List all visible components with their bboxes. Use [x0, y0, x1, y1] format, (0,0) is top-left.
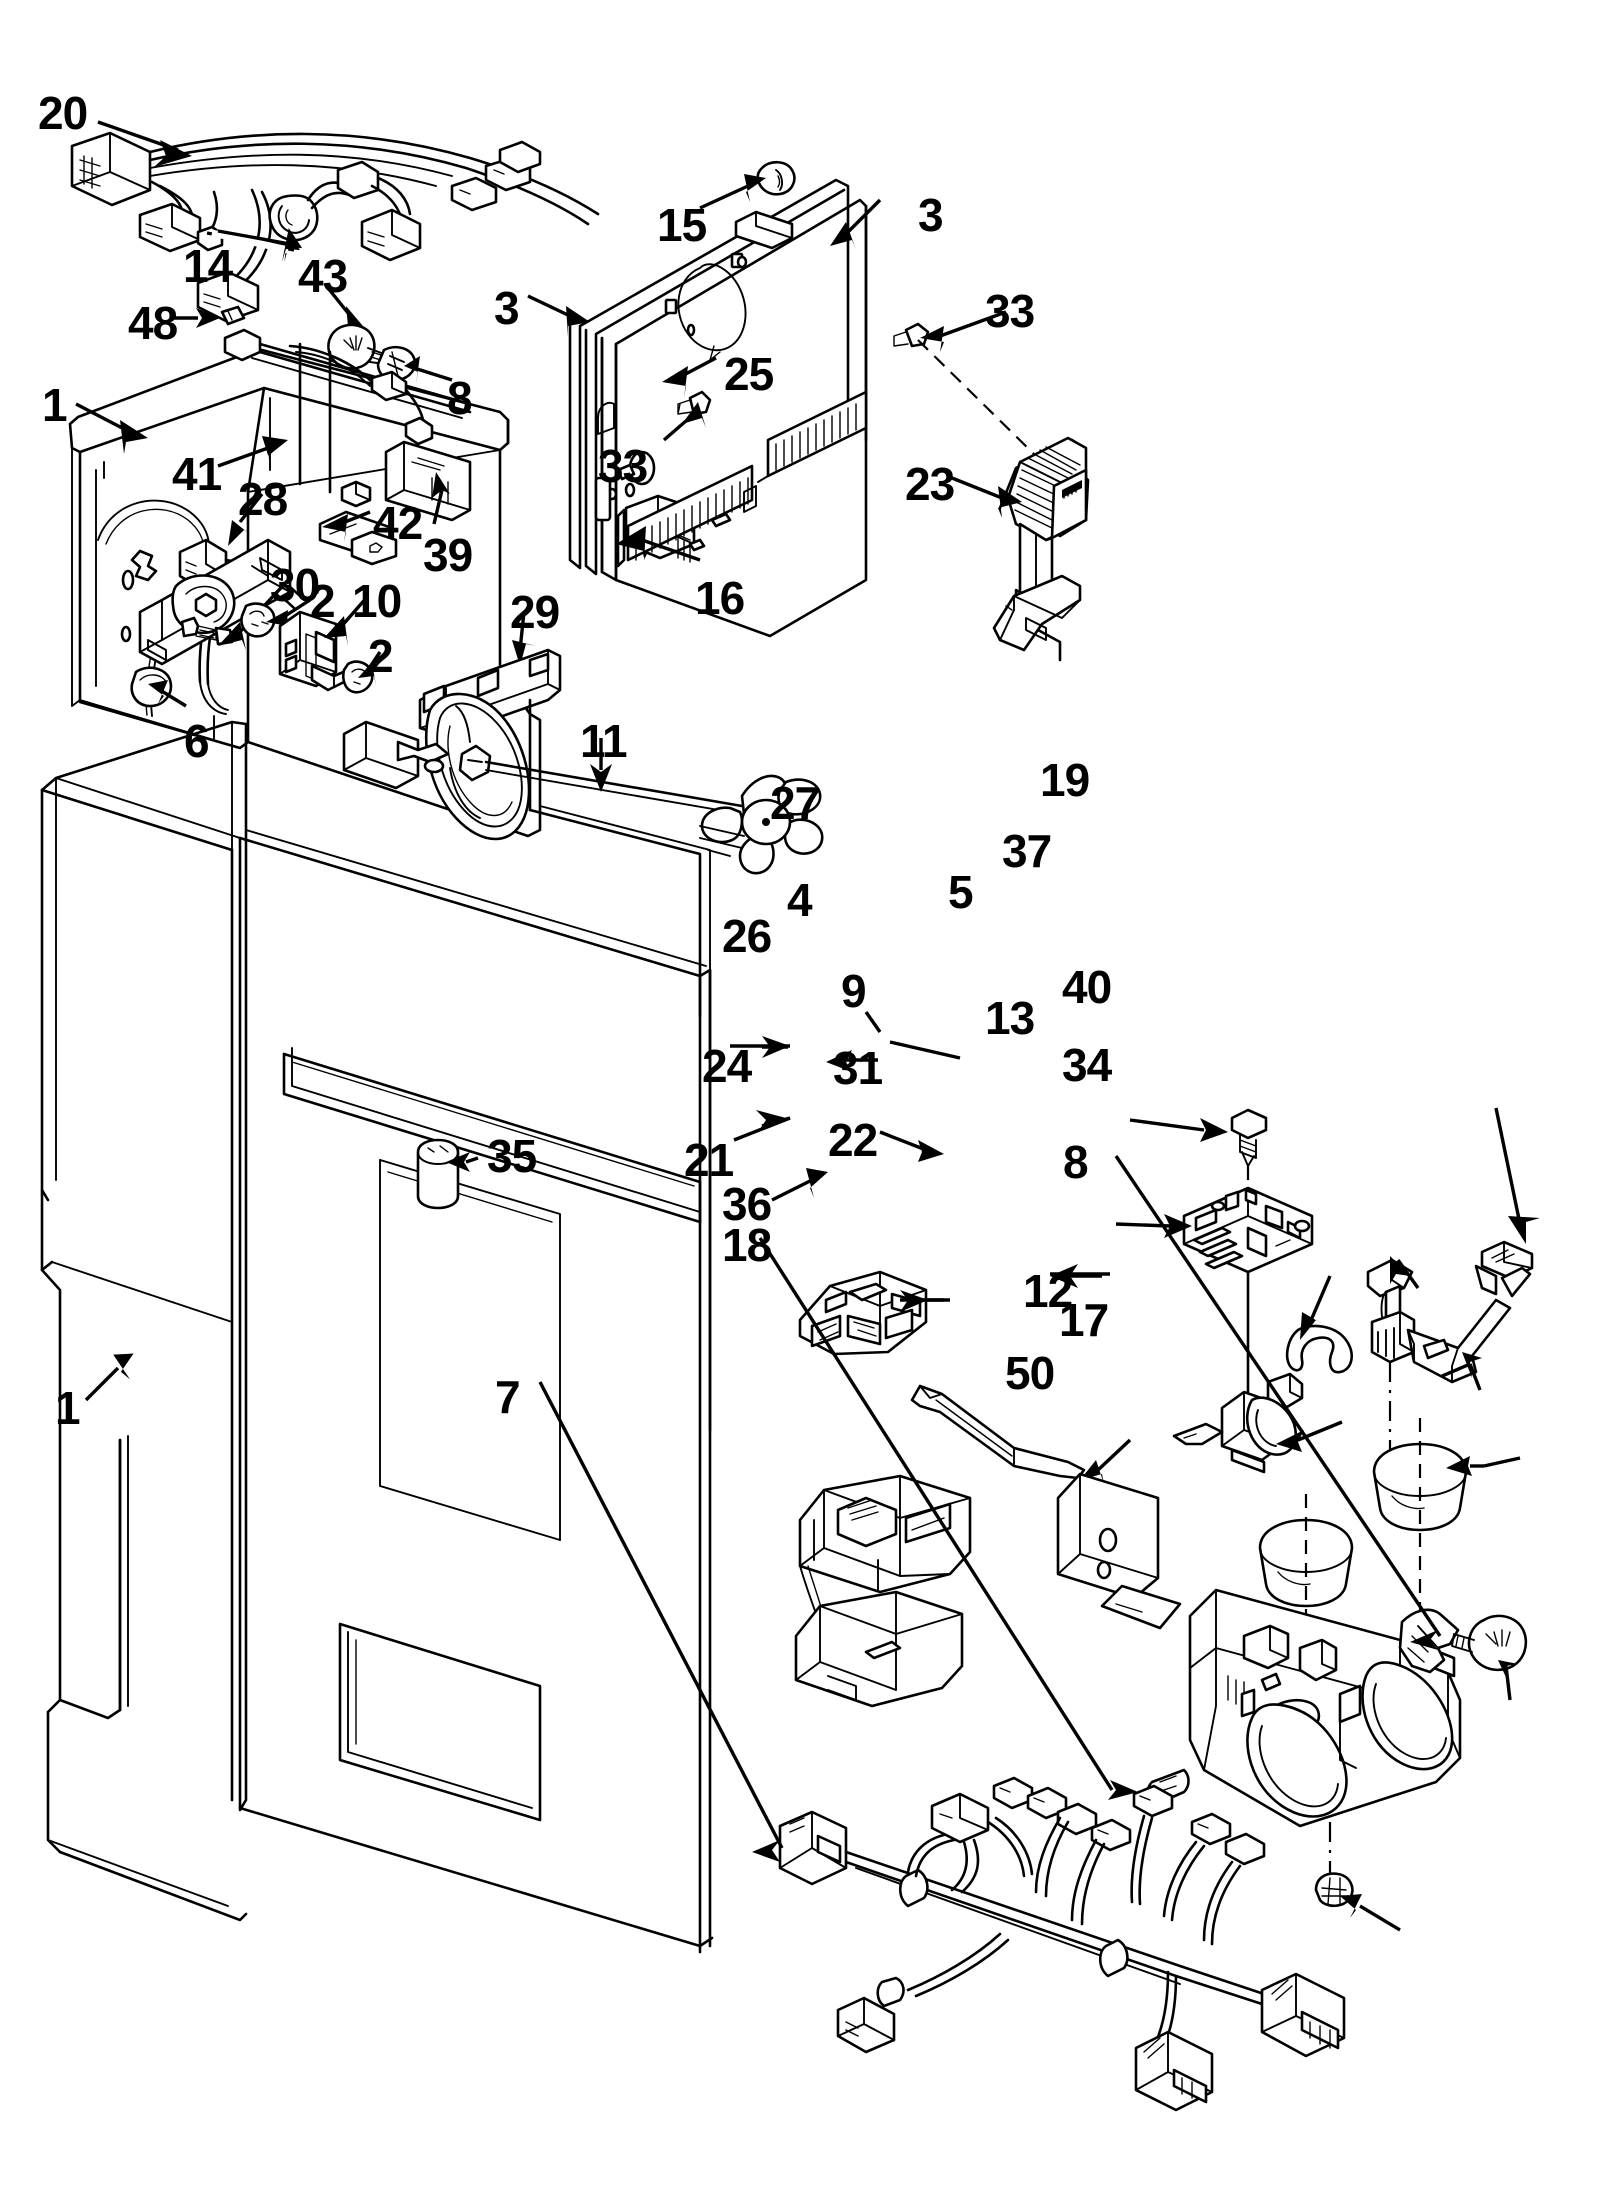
- callout-25: 25: [724, 348, 774, 400]
- part-air-duct-tower-23: [951, 436, 1090, 662]
- callout-10: 10: [352, 575, 402, 627]
- callout-4: 4: [787, 874, 813, 926]
- callout-36: 36: [722, 1178, 772, 1230]
- callout-7: 7: [495, 1371, 521, 1423]
- part-damper-housing-24: [730, 1036, 972, 1629]
- callout-3-front: 3: [494, 282, 520, 334]
- part-seal-cup-22: [879, 1130, 1354, 1680]
- part-rear-liner-panel-16: [527, 160, 1041, 638]
- callout-43: 43: [298, 250, 348, 302]
- part-damper-motor-13: [1172, 1372, 1343, 1474]
- callout-5: 5: [948, 866, 974, 918]
- part-drain-plug-6: [130, 666, 187, 708]
- callout-28: 28: [238, 473, 288, 525]
- callout-17: 17: [1059, 1294, 1109, 1346]
- callout-1-upper: 1: [42, 379, 68, 431]
- part-seal-cup-34: [1372, 1418, 1521, 1688]
- part-control-board-4: [1115, 1108, 1314, 1402]
- part-main-wire-harness: [70, 120, 600, 323]
- callout-42: 42: [373, 497, 423, 549]
- callout-33-left: 33: [598, 440, 648, 492]
- part-air-diffuser-26: [798, 1270, 950, 1356]
- part-light-housing-12: [1050, 1264, 1462, 1932]
- part-lamp-socket-8-lower: [1114, 1155, 1528, 1701]
- part-top-rail: [223, 328, 472, 566]
- callout-41: 41: [172, 448, 222, 500]
- callout-3-rear: 3: [918, 189, 944, 241]
- callout-13: 13: [985, 992, 1035, 1044]
- callout-21: 21: [684, 1134, 734, 1186]
- callout-8-lower: 8: [1063, 1136, 1089, 1188]
- part-retainer-clip-5: [1285, 1275, 1353, 1374]
- callout-15: 15: [657, 199, 707, 251]
- callout-24: 24: [702, 1040, 752, 1092]
- callout-18: 18: [722, 1219, 772, 1271]
- part-wire-clip-48: [170, 305, 246, 328]
- callout-14: 14: [183, 240, 233, 292]
- part-light-bulb-43: [326, 286, 453, 384]
- callout-9: 9: [841, 965, 867, 1017]
- callout-19: 19: [1040, 754, 1090, 806]
- part-damper-housing-21: [733, 1110, 964, 1708]
- callout-39: 39: [423, 529, 473, 581]
- callout-29: 29: [510, 586, 560, 638]
- part-fan-bracket-28: [138, 492, 382, 694]
- callout-12: 12: [1023, 1265, 1073, 1317]
- callout-20: 20: [38, 87, 88, 139]
- callout-34: 34: [1062, 1039, 1112, 1091]
- part-lower-wire-harness-7: [538, 1381, 1346, 2112]
- part-insulation-plate-31: [826, 1050, 1160, 1600]
- part-cabinet-1: [40, 348, 714, 1954]
- callout-16: 16: [695, 572, 745, 624]
- callout-48: 48: [128, 297, 178, 349]
- callout-23: 23: [905, 458, 955, 510]
- part-insulation-pad-36: [771, 1168, 1182, 1630]
- callout-50: 50: [1005, 1347, 1055, 1399]
- part-fan-shroud-29: [342, 611, 824, 1023]
- callout-33-right: 33: [985, 285, 1035, 337]
- callout-37: 37: [1002, 825, 1052, 877]
- arrow-14: [211, 229, 300, 262]
- callout-31: 31: [833, 1042, 883, 1094]
- callout-22: 22: [828, 1114, 878, 1166]
- callout-1-lower: 1: [55, 1382, 81, 1434]
- callout-8-upper: 8: [447, 372, 473, 424]
- callout-11: 11: [580, 715, 628, 767]
- callout-40: 40: [1062, 961, 1112, 1013]
- callout-2-right: 2: [368, 630, 394, 682]
- callout-6: 6: [184, 715, 210, 767]
- callout-35: 35: [487, 1130, 537, 1182]
- callout-30: 30: [270, 559, 320, 611]
- callout-27: 27: [770, 777, 820, 829]
- part-thermistor-probe-37: [1366, 1107, 1540, 1450]
- part-roller-bushing-35: [416, 1138, 479, 1210]
- callout-26: 26: [722, 910, 772, 962]
- callout-2-left: 2: [310, 575, 336, 627]
